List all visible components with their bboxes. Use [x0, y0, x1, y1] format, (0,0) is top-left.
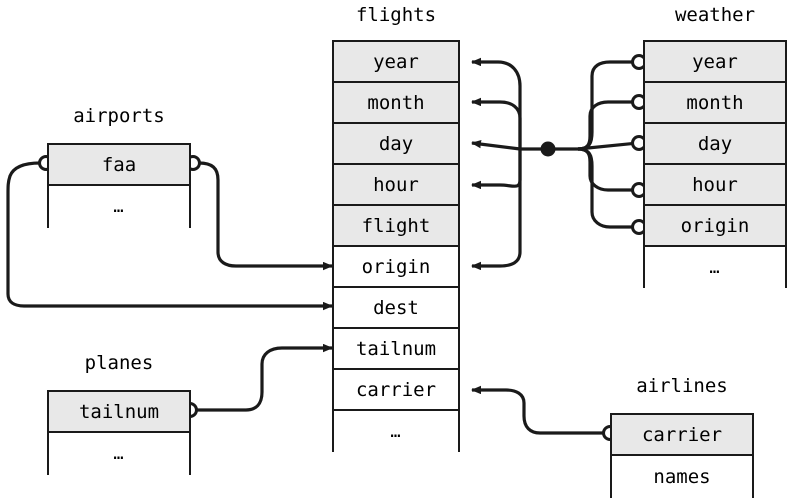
- field-flights-year[interactable]: year: [334, 42, 458, 83]
- edge-airports-faa-to-origin: [198, 161, 333, 271]
- field-weather-month[interactable]: month: [645, 83, 785, 124]
- field-weather-day[interactable]: day: [645, 124, 785, 165]
- field-flights-month[interactable]: month: [334, 83, 458, 124]
- field-weather-more: …: [645, 247, 785, 288]
- edge-weather-month: [577, 100, 638, 151]
- table-weather-box: year month day hour origin …: [643, 40, 787, 288]
- table-airlines-title: airlines: [636, 375, 728, 397]
- edge-flights-year: [471, 57, 522, 149]
- edge-flights-hour: [471, 149, 522, 190]
- field-flights-flight[interactable]: flight: [334, 206, 458, 247]
- table-flights: flights year month day hour flight origi…: [332, 0, 460, 455]
- field-flights-dest[interactable]: dest: [334, 288, 458, 329]
- field-planes-more: …: [49, 433, 189, 475]
- edge-flights-origin-from-weather: [471, 149, 522, 271]
- table-planes-title: planes: [84, 352, 154, 374]
- table-weather: weather year month day hour origin …: [643, 0, 787, 290]
- table-flights-title: flights: [355, 4, 437, 26]
- edge-airlines-carrier-to-flights: [471, 385, 604, 435]
- field-weather-hour[interactable]: hour: [645, 165, 785, 206]
- field-flights-carrier[interactable]: carrier: [334, 370, 458, 411]
- field-flights-hour[interactable]: hour: [334, 165, 458, 206]
- table-airports-box: faa …: [47, 143, 191, 228]
- field-flights-day[interactable]: day: [334, 124, 458, 165]
- table-airports: airports faa …: [47, 105, 191, 233]
- table-planes-box: tailnum …: [47, 390, 191, 475]
- edge-flights-day: [471, 139, 521, 151]
- field-airports-faa[interactable]: faa: [49, 145, 189, 186]
- edge-weather-day: [577, 141, 639, 151]
- table-airports-title: airports: [73, 105, 165, 127]
- field-planes-tailnum[interactable]: tailnum: [49, 392, 189, 433]
- edge-weather-origin: [577, 147, 638, 229]
- field-airports-more: …: [49, 186, 189, 228]
- field-weather-origin[interactable]: origin: [645, 206, 785, 247]
- composite-key-junction-dot: [540, 141, 556, 157]
- table-weather-title: weather: [674, 4, 756, 26]
- edge-planes-tailnum-to-flights: [196, 343, 333, 412]
- edge-weather-hour: [577, 147, 638, 192]
- table-flights-box: year month day hour flight origin dest t…: [332, 40, 460, 452]
- field-weather-year[interactable]: year: [645, 42, 785, 83]
- field-flights-tailnum[interactable]: tailnum: [334, 329, 458, 370]
- table-airlines-box: carrier names: [610, 413, 754, 498]
- table-airlines: airlines carrier names: [610, 375, 754, 499]
- field-flights-more: …: [334, 411, 458, 452]
- table-planes: planes tailnum …: [47, 352, 191, 480]
- edge-weather-year: [577, 60, 638, 151]
- field-airlines-names[interactable]: names: [612, 456, 752, 498]
- edge-flights-month: [471, 97, 522, 149]
- field-airlines-carrier[interactable]: carrier: [612, 415, 752, 456]
- field-flights-origin[interactable]: origin: [334, 247, 458, 288]
